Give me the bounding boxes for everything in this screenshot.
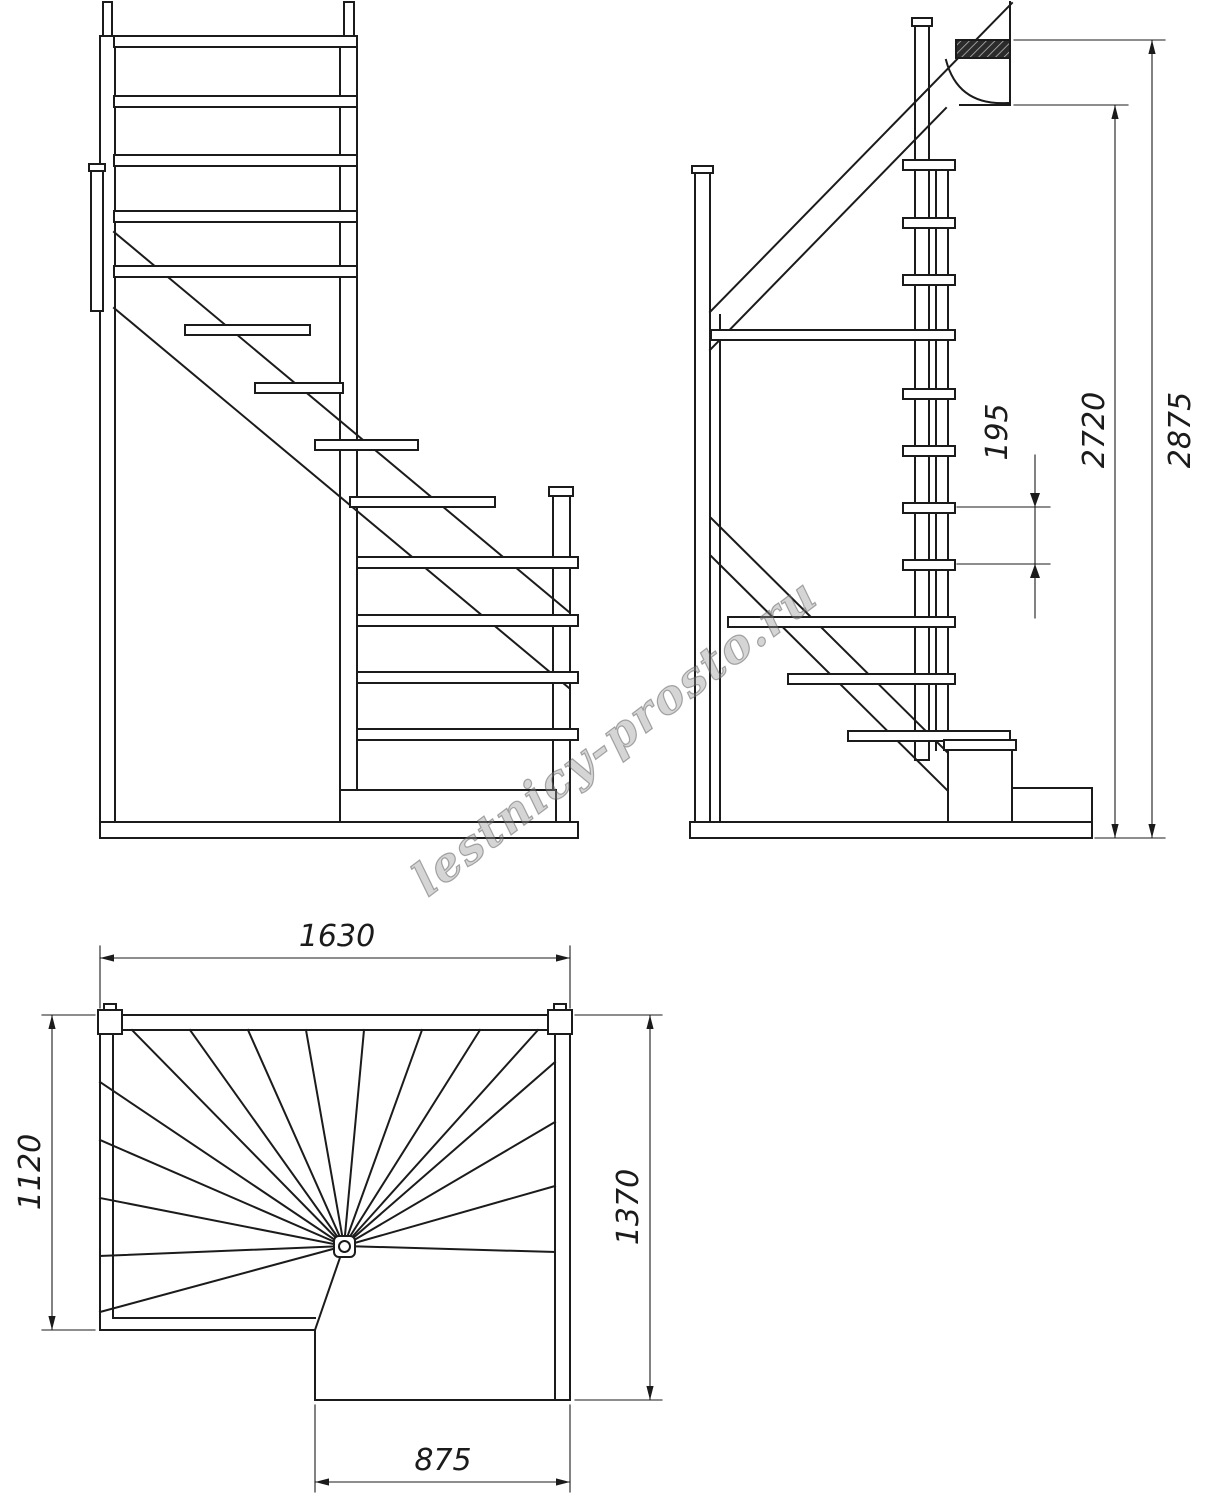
dim-left-depth-label: 1120: [13, 1134, 48, 1210]
plan-corner-posts: [97, 1003, 573, 1035]
dim-clear-height: 2720: [1013, 104, 1129, 839]
winder-tread-lines: [98, 1028, 557, 1332]
side-elevation-view: [689, 1, 1093, 839]
dim-overall-width: 1630: [99, 919, 571, 1009]
dim-right-depth-label: 1370: [611, 1169, 646, 1245]
landing-tread-section-cut: [955, 39, 1011, 59]
dim-right-depth: 1370: [574, 1014, 663, 1401]
plan-outline: [99, 1014, 571, 1401]
side-base-plate: [689, 821, 1093, 839]
dim-entry-step-width-label: 875: [414, 1443, 471, 1478]
side-bottom-steps: [943, 739, 1093, 823]
dim-total-height-label: 2875: [1163, 392, 1198, 468]
dim-total-height: 2875: [1013, 39, 1198, 839]
front-elevation-view: [88, 1, 579, 839]
dim-clear-height-label: 2720: [1077, 392, 1112, 468]
top-landing: [944, 1, 1011, 106]
dim-overall-width-label: 1630: [299, 919, 375, 954]
plan-view: [97, 1003, 573, 1401]
front-handrails: [113, 35, 579, 741]
dim-left-depth: 1120: [13, 1014, 96, 1331]
dimensions: 1630 1120 1370 875 2875: [13, 39, 1198, 1493]
front-base-plate: [99, 821, 579, 839]
section-break-arc: [944, 58, 1010, 105]
front-treads: [184, 324, 496, 508]
center-pole: [333, 1235, 356, 1258]
dim-riser-height-label: 195: [980, 403, 1015, 460]
side-treads: [710, 159, 1011, 742]
dim-riser-height: 195: [956, 403, 1051, 619]
dim-entry-step-width: 875: [314, 1404, 571, 1493]
side-stringers: [708, 1, 1014, 823]
